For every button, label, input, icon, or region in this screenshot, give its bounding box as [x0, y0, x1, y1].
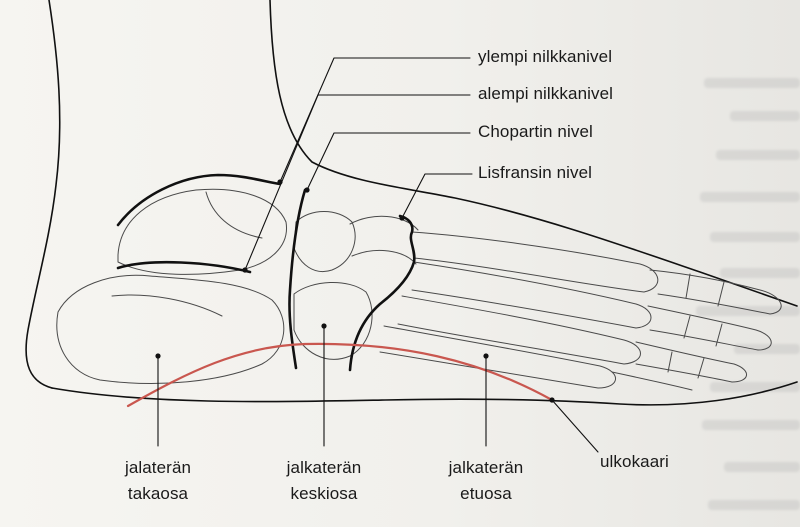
- label-jalkateran-keskiosa-line2: keskiosa: [287, 484, 362, 504]
- toe-joint-lines: [668, 274, 724, 378]
- metatarsal-2: [412, 262, 651, 328]
- label-jalateran-takaosa-line1: jalaterän: [125, 458, 191, 478]
- label-lisfransin-nivel: Lisfransin nivel: [478, 163, 592, 183]
- calcaneus-bone: [57, 275, 284, 383]
- dot-ylempi: [277, 179, 282, 184]
- leader-ulkokaari: [552, 400, 598, 452]
- talus-dome: [206, 192, 262, 238]
- label-jalkateran-etuosa-line2: etuosa: [449, 484, 524, 504]
- label-ylempi-nilkkanivel: ylempi nilkkanivel: [478, 47, 612, 67]
- joint-lines: [118, 175, 414, 370]
- label-ulkokaari: ulkokaari: [600, 452, 669, 472]
- toe-phalanges: [612, 270, 781, 390]
- label-jalateran-takaosa-line2: takaosa: [125, 484, 191, 504]
- leg-front-contour: [270, 0, 797, 306]
- leader-lisfranc: [402, 174, 472, 218]
- leader-chopart: [307, 133, 470, 190]
- label-jalkateran-etuosa: jalkaterän etuosa: [449, 458, 524, 504]
- metatarsal-3: [398, 296, 641, 364]
- cuneiform-bones: [350, 216, 418, 264]
- dot-takaosa: [155, 353, 160, 358]
- label-jalkateran-keskiosa-line1: jalkaterän: [287, 458, 362, 478]
- label-jalkateran-keskiosa: jalkaterän keskiosa: [287, 458, 362, 504]
- foot-bones: [57, 189, 781, 390]
- leader-ylempi: [280, 58, 470, 182]
- lateral-arch-line: [128, 344, 552, 406]
- cuboid-bone: [294, 282, 372, 359]
- dot-ulkokaari: [549, 397, 554, 402]
- navicular-bone: [294, 212, 355, 272]
- upper-ankle-joint-line: [118, 175, 280, 225]
- label-jalateran-takaosa: jalaterän takaosa: [125, 458, 191, 504]
- leg-back-contour: [26, 0, 60, 388]
- dot-chopart: [304, 187, 309, 192]
- dot-alempi: [242, 267, 247, 272]
- leader-dots: [155, 179, 554, 402]
- dot-lisfranc: [399, 215, 404, 220]
- leader-lines: [158, 58, 598, 452]
- dot-keskiosa: [321, 323, 326, 328]
- label-jalkateran-etuosa-line1: jalkaterän: [449, 458, 524, 478]
- lower-ankle-joint-line: [118, 262, 250, 272]
- metatarsal-4: [380, 326, 616, 388]
- dot-etuosa: [483, 353, 488, 358]
- calcaneus-detail: [112, 295, 222, 316]
- label-alempi-nilkkanivel: alempi nilkkanivel: [478, 84, 613, 104]
- label-chopartin-nivel: Chopartin nivel: [478, 122, 593, 142]
